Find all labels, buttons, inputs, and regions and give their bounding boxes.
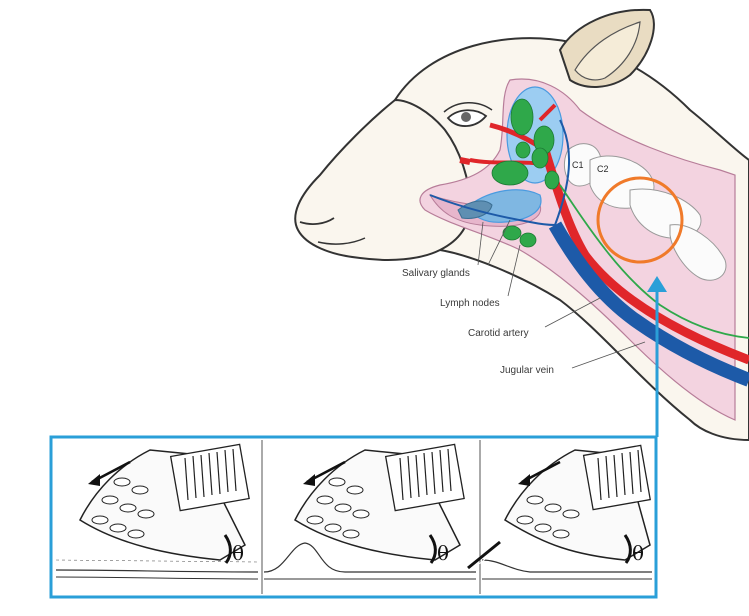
shearing-cutter-icon [169,443,250,512]
nerve-line [559,184,749,339]
angle-theta-3: θ [632,541,644,565]
inset-panel-1: θ [55,443,259,580]
salivary-glands-label: Salivary glands [402,268,470,279]
inset-panel-2: θ [263,443,476,580]
lymph-nodes [491,98,560,248]
inset-panel: θ θ [49,435,658,599]
highlight-circle [596,176,684,264]
carotid-artery-label: Carotid artery [468,328,529,339]
angle-theta-2: θ [437,541,449,565]
angle-theta-1: θ [232,541,244,565]
shearing-cutter-icon [384,443,465,512]
connector-arrowhead [647,276,667,292]
leader-lines [477,219,646,369]
jugular-vein [429,119,749,387]
inset-panel-3: θ [467,444,652,580]
vertebra-c2-label: C2 [597,164,609,174]
lymph-nodes-label: Lymph nodes [440,298,500,309]
jugular-vein-label: Jugular vein [500,365,554,376]
vertebra-c1-label: C1 [572,160,584,170]
